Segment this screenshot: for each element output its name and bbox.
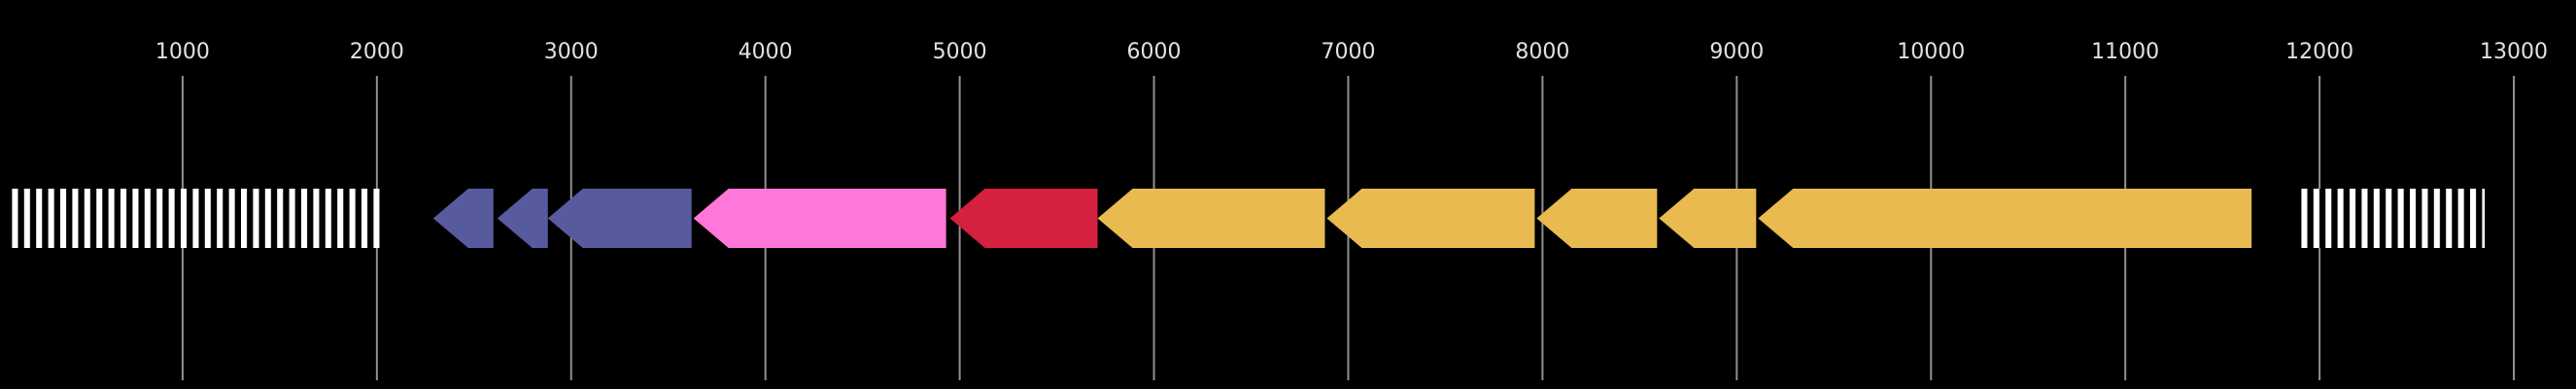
- tick-label-10000: 10000: [1897, 40, 1965, 64]
- gene-arrow-1: [432, 189, 494, 248]
- gene-arrow-10: [1758, 189, 2252, 248]
- tick-label-5000: 5000: [933, 40, 987, 64]
- gene-arrow-9: [1659, 189, 1757, 248]
- tick-label-12000: 12000: [2285, 40, 2353, 64]
- tick-label-4000: 4000: [738, 40, 793, 64]
- gene-arrow-5: [949, 189, 1098, 248]
- gene-arrow-4: [693, 189, 946, 248]
- tick-label-3000: 3000: [544, 40, 599, 64]
- axis-tick-labels: 1000 2000 3000 4000 5000 6000 7000 8000 9000 1000…: [155, 40, 2548, 64]
- gene-arrow-2: [497, 189, 548, 248]
- feature-track: [7, 189, 2486, 248]
- tick-label-13000: 13000: [2480, 40, 2548, 64]
- tick-label-2000: 2000: [350, 40, 404, 64]
- tick-label-8000: 8000: [1515, 40, 1569, 64]
- tick-label-6000: 6000: [1127, 40, 1182, 64]
- tick-label-11000: 11000: [2091, 40, 2159, 64]
- gene-arrow-3: [547, 189, 692, 248]
- gene-arrow-6: [1097, 189, 1325, 248]
- hatched-region-right: [2296, 189, 2486, 248]
- tick-label-9000: 9000: [1709, 40, 1764, 64]
- tick-label-7000: 7000: [1321, 40, 1375, 64]
- gene-arrow-8: [1536, 189, 1658, 248]
- gene-arrow-7: [1326, 189, 1535, 248]
- tick-label-1000: 1000: [155, 40, 210, 64]
- hatched-region-left: [7, 189, 381, 248]
